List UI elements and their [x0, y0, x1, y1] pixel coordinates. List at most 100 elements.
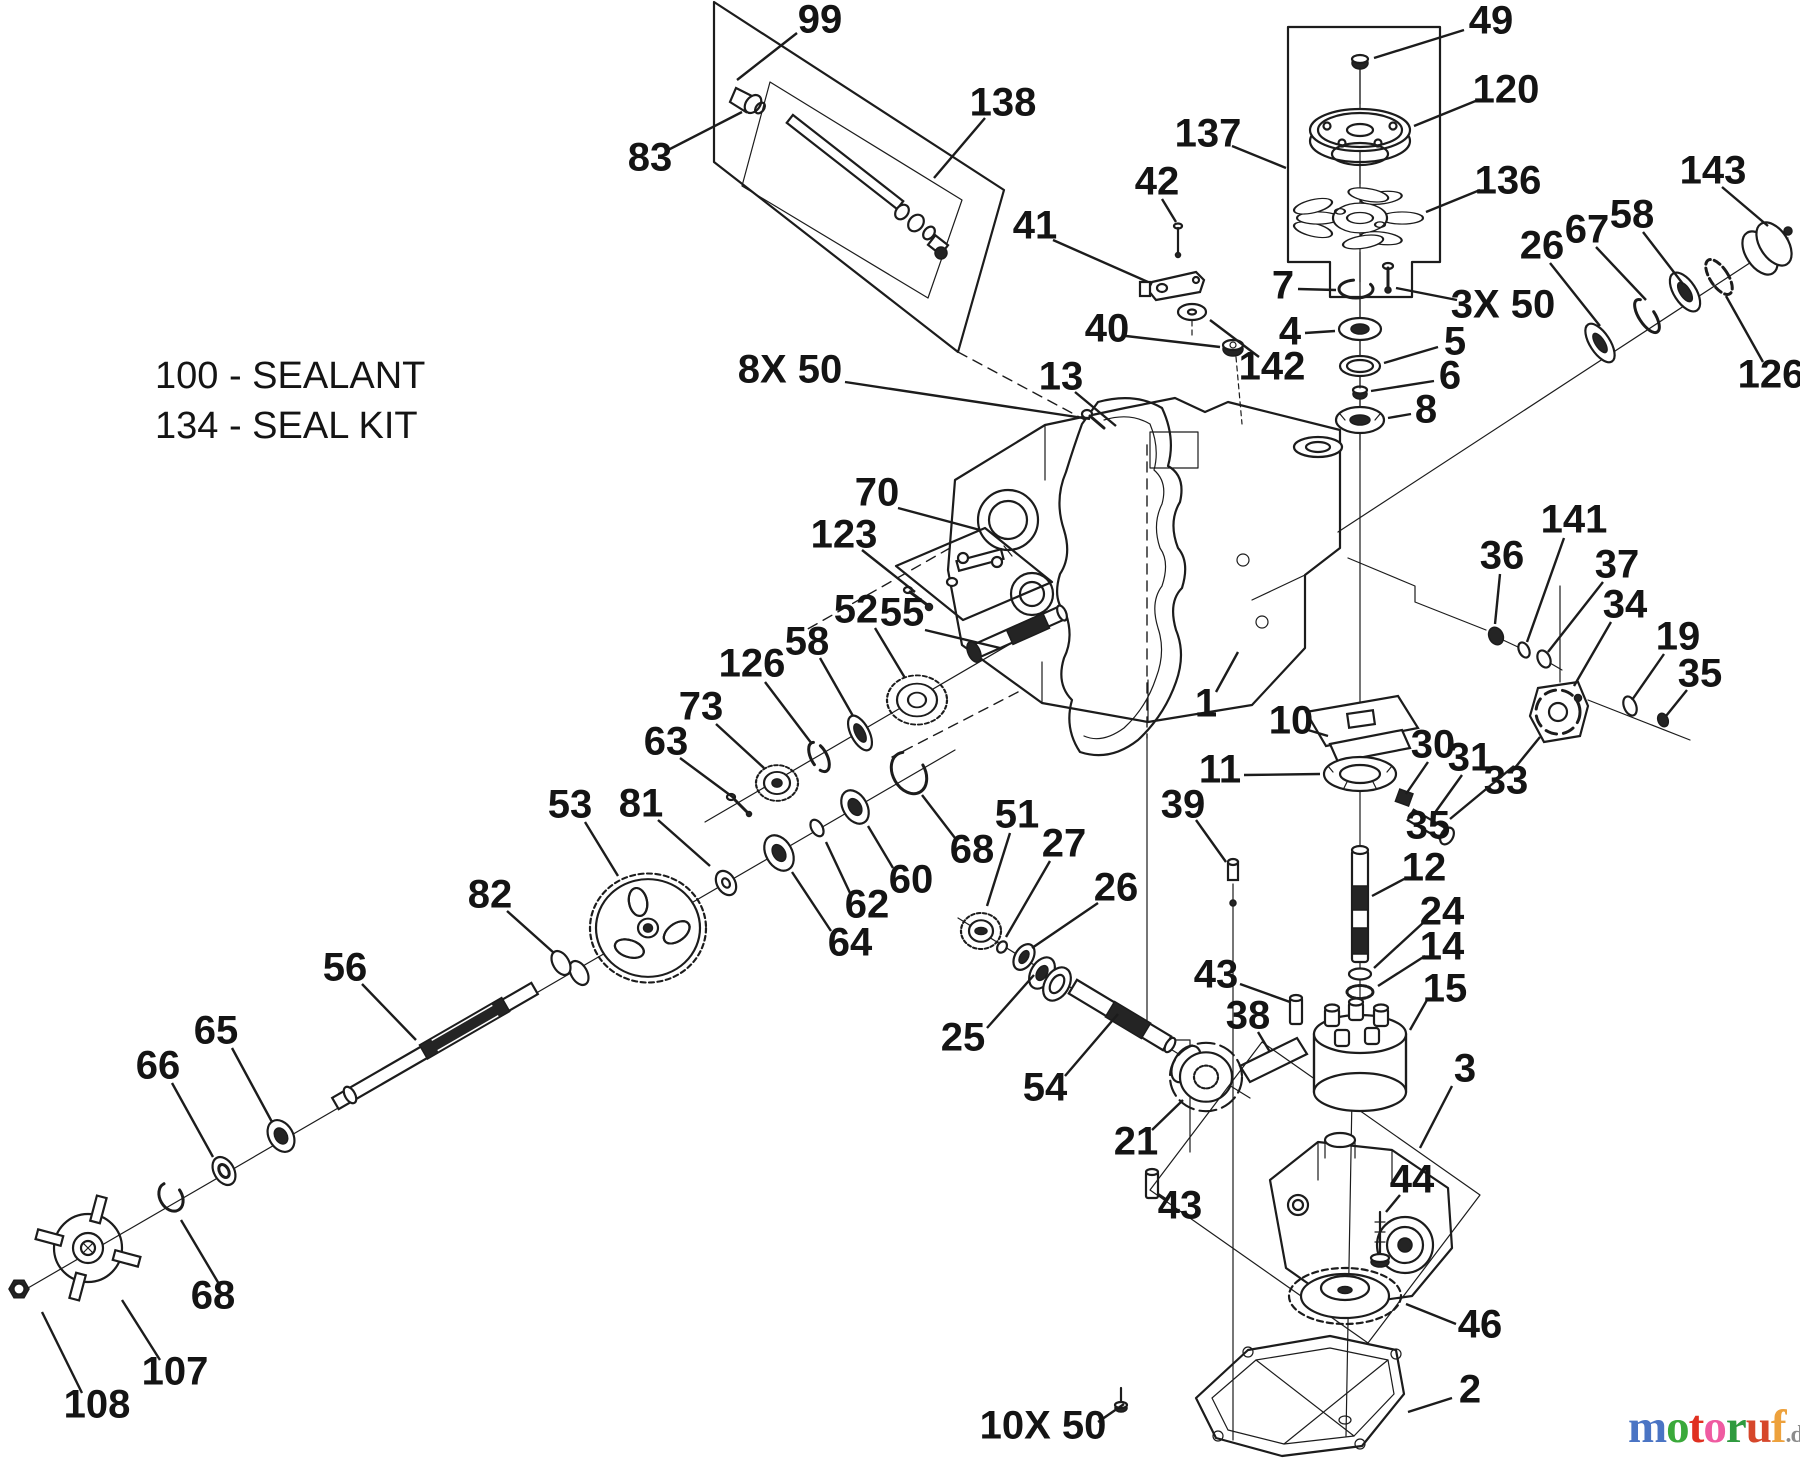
callout-35-76: 35: [1406, 804, 1451, 848]
callout-7-13: 7: [1272, 264, 1294, 308]
callout-107-39: 107: [142, 1350, 209, 1394]
callout-leader: [1413, 98, 1479, 128]
callout-leader: [1405, 1302, 1457, 1326]
callout-10-55: 10: [1269, 699, 1314, 743]
callout-126-29: 126: [719, 642, 786, 686]
callout-leader: [170, 1082, 215, 1158]
callout-136-6: 136: [1475, 159, 1542, 203]
callout-4-14: 4: [1279, 310, 1302, 354]
callout-leader: [679, 757, 735, 799]
callout-42-18: 42: [1135, 160, 1180, 204]
callout-leader: [667, 110, 743, 152]
callout-leader: [1383, 345, 1439, 365]
washer-24-drawing: [1347, 967, 1373, 981]
callout-65-36: 65: [194, 1009, 239, 1053]
callout-leader: [736, 32, 798, 81]
callout-leader: [1304, 329, 1336, 335]
gasket-13-drawing: [1055, 397, 1187, 757]
callout-leader: [1449, 765, 1515, 820]
brake-linkage-drawing: [1347, 557, 1691, 846]
callout-leader: [1525, 537, 1566, 643]
callout-123-25: 123: [811, 513, 878, 557]
callout-81-33: 81: [619, 782, 664, 826]
callout-52-26: 52: [834, 588, 879, 632]
callout-38-52: 38: [1226, 994, 1271, 1038]
callout-leader: [1395, 286, 1458, 302]
pump-shaft-54-drawing: [1067, 978, 1177, 1054]
callout-26-47: 26: [1094, 866, 1139, 910]
callout-leader: [1405, 761, 1429, 795]
callout-35-72: 35: [1678, 652, 1723, 696]
callout-leader: [764, 681, 813, 745]
watermark-letter: f: [1770, 1401, 1787, 1453]
callout-37-69: 37: [1595, 543, 1640, 587]
callout-leader: [1721, 186, 1769, 227]
callout-46-64: 46: [1458, 1303, 1503, 1347]
callout-14-60: 14: [1420, 925, 1465, 969]
callout-6-16: 6: [1439, 354, 1461, 398]
fan-assembly-drawing: [1286, 25, 1442, 299]
callout-leader: [1151, 1099, 1184, 1131]
callout-leader: [818, 657, 855, 717]
callout-leader: [844, 380, 1091, 421]
callout-19-71: 19: [1656, 615, 1701, 659]
callout-3-62: 3: [1454, 1047, 1476, 1091]
callout-49-4: 49: [1469, 0, 1514, 43]
callout-leader: [1297, 287, 1337, 292]
brake-rotor-33-drawing: [1534, 688, 1582, 736]
axle-shaft-56-drawing: [330, 981, 540, 1111]
callout-99-0: 99: [798, 0, 843, 42]
pin-39-drawing: [1226, 857, 1240, 907]
callout-leader: [715, 723, 765, 769]
housing-1-drawing: [946, 396, 1344, 724]
callout-43-53: 43: [1158, 1184, 1203, 1228]
bypass-kit-drawing: [894, 526, 1054, 622]
callout-leader: [1209, 319, 1260, 358]
callout-142-21: 142: [1239, 345, 1306, 389]
bevel-gear-set-drawing: [704, 604, 1068, 823]
callout-1-54: 1: [1195, 682, 1217, 726]
callout-108-40: 108: [64, 1383, 131, 1427]
callout-leader: [986, 974, 1035, 1029]
callout-58-28: 58: [785, 620, 830, 664]
watermark-suffix: .de: [1785, 1422, 1800, 1448]
callout-40-20: 40: [1085, 307, 1130, 351]
callout-27-46: 27: [1042, 822, 1087, 866]
callout-leader: [985, 832, 1012, 907]
callout-leader: [897, 506, 981, 532]
callout-60-42: 60: [889, 858, 934, 902]
callout-leader: [1513, 736, 1541, 770]
callout-leader: [179, 1219, 221, 1285]
callout-leader: [1418, 1085, 1454, 1149]
callout-63-31: 63: [644, 720, 689, 764]
pulley-120-drawing: [1308, 107, 1412, 185]
ring-gear-46-drawing: [1287, 1266, 1403, 1326]
callout-leader: [1214, 651, 1240, 693]
callout-24-59: 24: [1420, 890, 1465, 934]
callout-62-43: 62: [845, 883, 890, 927]
callout-leader: [861, 549, 916, 593]
bushing-82-drawing: [550, 949, 590, 987]
callout-21-50: 21: [1114, 1120, 1159, 1164]
callout-leader: [1549, 262, 1601, 327]
bolt-44-drawing: [1369, 1210, 1391, 1268]
right-axle-drawing: [1337, 221, 1793, 533]
callout-leader: [1125, 334, 1221, 349]
callout-leader: [824, 841, 852, 894]
gear-73-drawing: [754, 764, 800, 802]
callout-leader: [1370, 379, 1435, 393]
callout-leader: [1547, 581, 1604, 653]
callout-leader: [1642, 231, 1684, 285]
callout-26-10: 26: [1520, 224, 1565, 268]
callout-leader: [506, 910, 555, 954]
callout-leader: [1097, 1403, 1125, 1423]
callout-143-7: 143: [1680, 149, 1747, 193]
callout-leader: [1572, 621, 1613, 687]
callout-leader: [933, 117, 986, 179]
callout-leader: [1052, 238, 1149, 284]
callout-12-58: 12: [1402, 846, 1447, 890]
callout-138-2: 138: [970, 81, 1037, 125]
callout-leader: [1373, 28, 1465, 60]
